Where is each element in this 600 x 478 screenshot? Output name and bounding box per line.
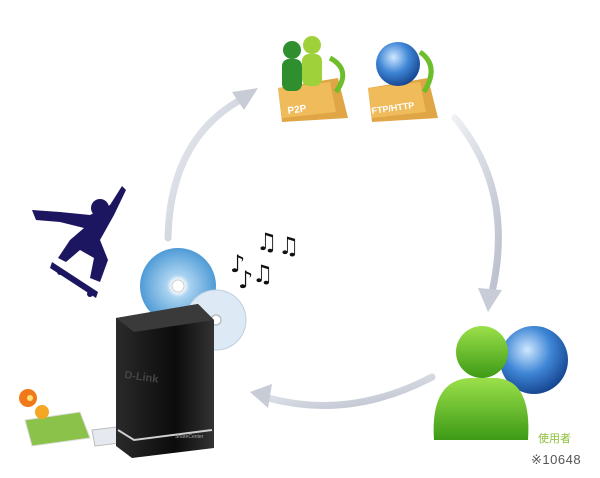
arrow-ftp-to-user — [451, 114, 502, 312]
skater-icon — [32, 186, 126, 298]
svg-text:♫: ♫ — [256, 228, 278, 256]
svg-text:♪: ♪ — [238, 266, 253, 294]
user-label: 使用者 — [538, 432, 571, 445]
svg-text:♪: ♪ — [230, 250, 245, 278]
svg-text:♫: ♫ — [278, 232, 300, 260]
globe-icon — [500, 326, 568, 394]
photos-flowers-icon — [19, 389, 129, 447]
arrow-user-to-nas — [250, 373, 436, 409]
nas-brand: D-Link — [124, 369, 160, 386]
ftp-http-icon: FTP/HTTP — [368, 42, 438, 122]
watermark: ※10648 — [531, 452, 582, 467]
music-notes-icon: ♫♫ ♪♫♪ — [230, 228, 300, 294]
user-icon — [433, 326, 568, 440]
arrow-nas-to-p2p — [164, 88, 258, 242]
nas-model: ShareCenter — [175, 434, 204, 440]
globe-icon — [376, 42, 420, 86]
svg-text:♫: ♫ — [252, 260, 274, 288]
nas-device: D-Link ShareCenter — [116, 304, 214, 458]
p2p-icon: P2P — [278, 36, 348, 122]
p2p-label: P2P — [287, 103, 308, 117]
